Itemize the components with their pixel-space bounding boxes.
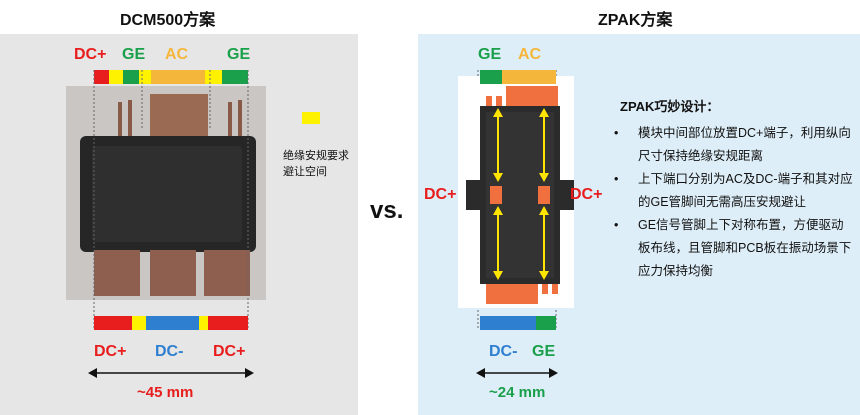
zpak-design-title: ZPAK巧妙设计：	[620, 99, 720, 114]
list-item: •上下端口分别为AC及DC-端子和其对应的GE管脚间无需高压安规避让	[610, 168, 854, 214]
zpak-module-drawing	[466, 86, 574, 304]
zpak-top-terminal-bar	[480, 70, 556, 84]
dcm-bottom-dc-minus-label: DC-	[155, 343, 184, 360]
zpak-bottom-ge-label: GE	[532, 343, 556, 360]
dcm-top-ge-left-label: GE	[122, 46, 146, 63]
dcm-bottom-dc-plus-left-label: DC+	[94, 343, 127, 360]
dcm-width-arrow	[88, 368, 254, 378]
zpak-title: ZPAK方案	[598, 12, 673, 29]
insulation-clearance-legend-text: 绝缘安规要求避让空间	[283, 150, 349, 178]
dcm-bottom-terminal-bar	[94, 316, 248, 330]
bullet-icon: •	[614, 126, 619, 140]
zpak-design-bullets: •模块中间部位放置DC+端子，利用纵向尺寸保持绝缘安规距离 •上下端口分别为AC…	[610, 122, 854, 283]
zpak-bottom-dc-minus-label: DC-	[489, 343, 518, 360]
dcm-top-dc-plus-label: DC+	[74, 46, 107, 63]
zpak-width-dimension: ~24 mm	[489, 384, 546, 401]
dcm-width-dimension: ~45 mm	[137, 384, 194, 401]
list-item: •模块中间部位放置DC+端子，利用纵向尺寸保持绝缘安规距离	[610, 122, 854, 168]
dcm-top-terminal-bar	[94, 70, 248, 84]
dcm500-module-photo	[66, 86, 266, 300]
insulation-clearance-legend-swatch	[302, 112, 320, 124]
zpak-left-dc-plus-label: DC+	[424, 186, 457, 203]
vs-label: vs.	[370, 197, 404, 224]
bullet-icon: •	[614, 218, 619, 232]
zpak-right-dc-plus-label: DC+	[570, 186, 603, 203]
dcm-bottom-dc-plus-right-label: DC+	[213, 343, 246, 360]
zpak-top-ge-label: GE	[478, 46, 502, 63]
zpak-bottom-terminal-bar	[480, 316, 556, 330]
zpak-width-arrow	[476, 368, 558, 378]
bullet-icon: •	[614, 172, 619, 186]
dcm-top-ac-label: AC	[165, 46, 189, 63]
list-item: •GE信号管脚上下对称布置，方便驱动板布线，且管脚和PCB板在振动场景下应力保持…	[610, 214, 854, 283]
dcm500-title: DCM500方案	[120, 12, 216, 29]
zpak-top-ac-label: AC	[518, 46, 542, 63]
dcm-top-ge-right-label: GE	[227, 46, 251, 63]
